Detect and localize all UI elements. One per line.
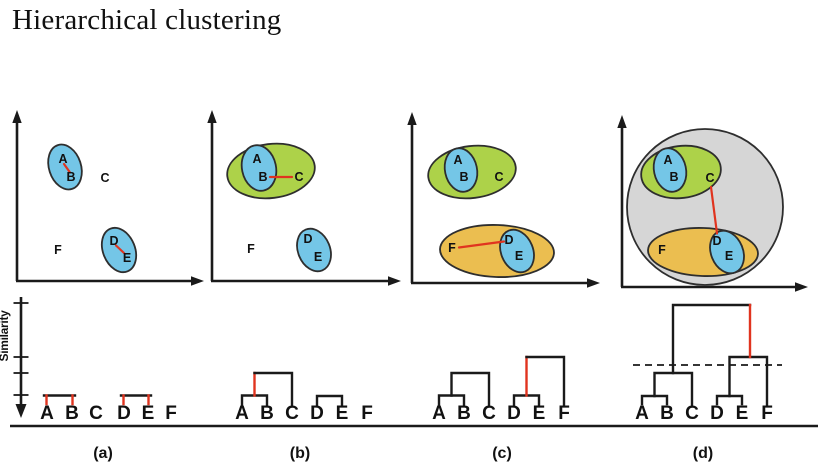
leaf-label-b: B [65, 403, 79, 424]
cluster-ellipse-de [709, 229, 745, 275]
leaf-label-d: D [710, 403, 724, 424]
panel-d-dendrogram: A B C D E F [633, 303, 782, 424]
panel-b-dendrogram: A B C D E F [235, 371, 373, 424]
point-label-e: E [314, 250, 322, 264]
cluster-ellipse-ab [240, 144, 278, 192]
point-label-c: C [100, 171, 109, 185]
point-label-d: D [504, 233, 513, 247]
dendro-root-bar [671, 303, 752, 375]
panel-a-scatter: A B C D E F [12, 110, 204, 286]
point-label-c: C [294, 170, 303, 184]
point-label-e: E [515, 249, 523, 263]
leaf-label-a: A [635, 403, 649, 424]
y-axis-arrowhead-icon [12, 110, 22, 123]
panel-caption-c: (c) [492, 445, 512, 462]
leaf-label-c: C [685, 403, 699, 424]
point-label-c: C [705, 171, 714, 185]
leaf-label-d: D [310, 403, 324, 424]
cluster-ellipse-ab [443, 147, 479, 193]
x-axis-arrowhead-icon [388, 276, 401, 286]
leaf-label-b: B [260, 403, 274, 424]
leaf-label-d: D [117, 403, 131, 424]
dendro-bracket-abc [653, 371, 694, 407]
point-label-b: B [669, 170, 678, 184]
point-label-a: A [252, 152, 261, 166]
cluster-ellipse-def [439, 224, 555, 278]
point-label-c: C [494, 170, 503, 184]
point-label-f: F [448, 241, 456, 255]
panel-b-scatter: A B C D E F [207, 110, 401, 286]
leaf-label-b: B [457, 403, 471, 424]
y-axis-arrowhead-icon [617, 115, 627, 128]
point-label-e: E [123, 251, 131, 265]
panel-caption-a: (a) [93, 445, 113, 462]
point-label-d: D [712, 234, 721, 248]
leaf-label-a: A [40, 403, 54, 424]
slide-title: Hierarchical clustering [12, 4, 282, 36]
point-label-a: A [58, 152, 67, 166]
leaf-label-f: F [761, 403, 773, 424]
leaf-label-a: A [235, 403, 249, 424]
panel-d-scatter: A B C D E F [617, 115, 808, 292]
dendro-bracket-abc [253, 371, 294, 407]
point-label-f: F [247, 242, 255, 256]
similarity-axis: Similarity [0, 297, 29, 418]
x-axis-arrowhead-icon [191, 276, 204, 286]
leaf-label-a: A [432, 403, 446, 424]
leaf-label-c: C [89, 403, 103, 424]
leaf-label-e: E [336, 403, 349, 424]
point-label-a: A [453, 153, 462, 167]
point-label-d: D [109, 234, 118, 248]
y-axis-arrowhead-icon [407, 112, 417, 125]
point-label-d: D [303, 232, 312, 246]
point-label-e: E [725, 249, 733, 263]
leaf-label-f: F [361, 403, 373, 424]
dendro-bracket-def [525, 355, 566, 407]
leaf-label-f: F [165, 403, 177, 424]
point-label-b: B [258, 170, 267, 184]
leaf-label-e: E [736, 403, 749, 424]
panel-caption-b: (b) [290, 445, 310, 462]
merge-link-ab [62, 162, 72, 174]
dendro-bracket-def [728, 355, 769, 407]
cluster-ellipse-de [100, 226, 138, 274]
dendro-bracket-de [315, 394, 344, 407]
dendro-bracket-abc [450, 371, 491, 407]
cluster-ellipse-ab [652, 147, 688, 193]
similarity-axis-label: Similarity [0, 310, 11, 362]
point-label-b: B [66, 170, 75, 184]
similarity-axis-arrowhead-icon [15, 404, 27, 418]
x-axis-arrowhead-icon [587, 278, 600, 288]
point-label-f: F [54, 243, 62, 257]
panel-c-scatter: A B C D E F [407, 112, 600, 288]
merge-link-fd [457, 240, 506, 249]
point-label-f: F [658, 243, 666, 257]
leaf-label-e: E [533, 403, 546, 424]
leaf-label-f: F [558, 403, 570, 424]
cluster-ellipse-de [296, 227, 332, 273]
leaf-label-e: E [142, 403, 155, 424]
point-label-b: B [459, 170, 468, 184]
y-axis-arrowhead-icon [207, 110, 217, 123]
leaf-label-d: D [507, 403, 521, 424]
panel-c-dendrogram: A B C D E F [432, 355, 570, 424]
merge-link-de [114, 244, 126, 255]
x-axis-arrowhead-icon [795, 282, 808, 292]
panel-a-dendrogram: A B C D E F [40, 394, 177, 424]
merge-link-cd [709, 185, 719, 235]
leaf-label-c: C [482, 403, 496, 424]
panel-caption-d: (d) [693, 445, 713, 462]
point-label-a: A [663, 153, 672, 167]
leaf-label-c: C [285, 403, 299, 424]
cluster-ellipse-de [499, 228, 535, 274]
leaf-label-b: B [660, 403, 674, 424]
